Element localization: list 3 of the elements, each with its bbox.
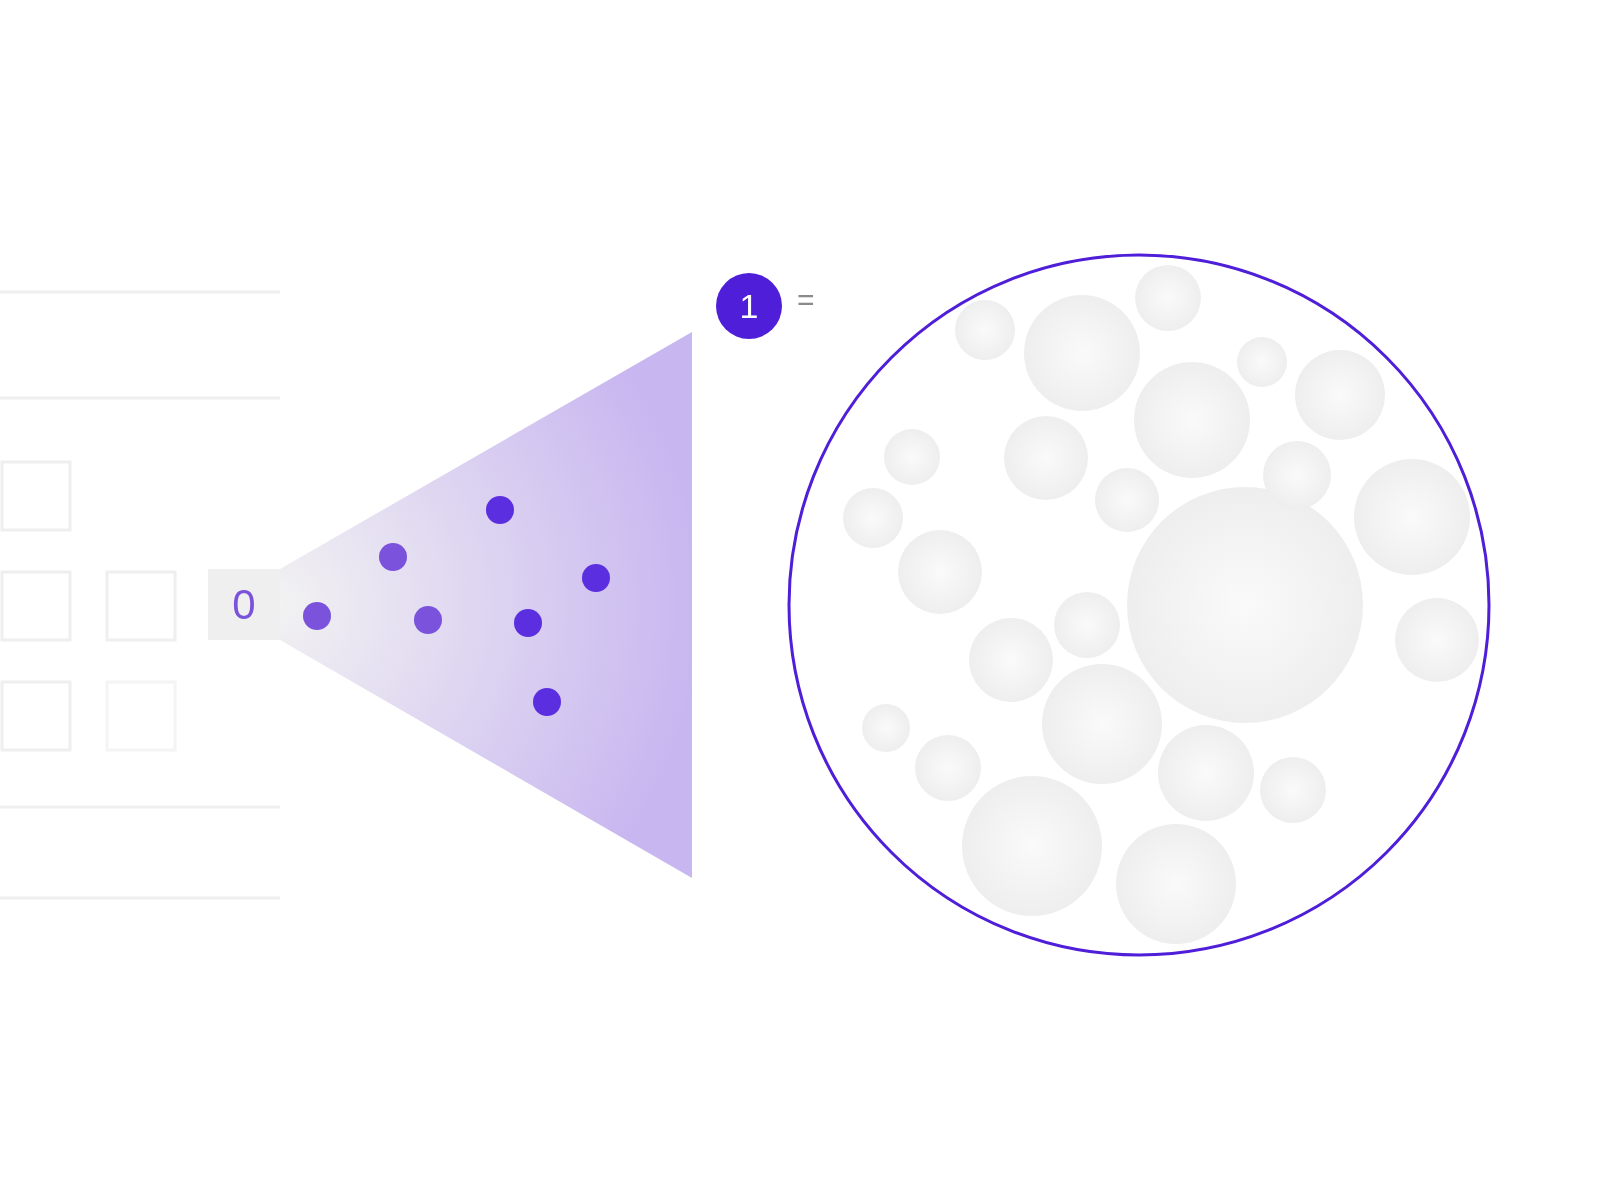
step-number-badge: 1 [716, 273, 782, 339]
label-tile: 0 [208, 569, 280, 640]
equals-sign: = [797, 284, 815, 316]
